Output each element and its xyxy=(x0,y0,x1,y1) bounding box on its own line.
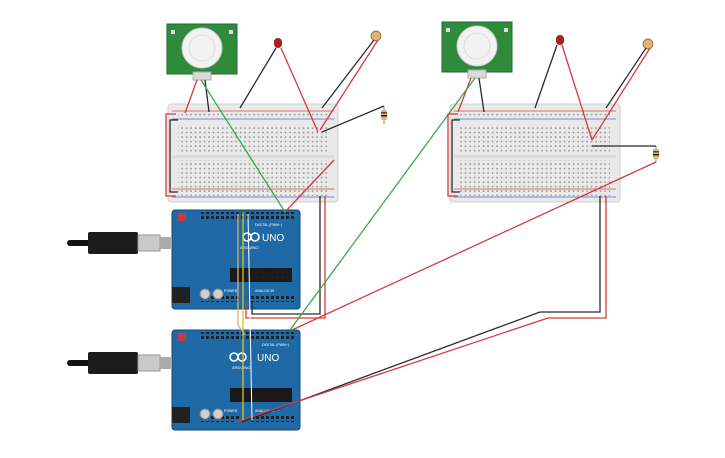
board-brand: UNO xyxy=(257,353,279,364)
power-label: POWER xyxy=(224,289,238,293)
pir-sensor-icon xyxy=(166,23,238,81)
analog-label: ANALOG IN xyxy=(255,289,275,293)
power-label: POWER xyxy=(224,409,238,413)
pir-sensor-icon xyxy=(441,21,513,79)
led-icon xyxy=(274,38,282,48)
digital-label: DIGITAL (PWM~) xyxy=(262,343,289,347)
analog-label: ANALOG IN xyxy=(255,409,275,413)
arduino-board-2: UNO ARDUINO DIGITAL (PWM~) ANALOG IN POW… xyxy=(171,329,301,431)
digital-label: DIGITAL (PWM~) xyxy=(255,223,282,227)
board-brand: UNO xyxy=(262,233,284,244)
usb-cable-icon xyxy=(67,232,172,254)
board-maker: ARDUINO xyxy=(240,245,258,250)
photoresistor-icon xyxy=(642,38,654,50)
resistor-icon xyxy=(653,146,659,162)
photoresistor-icon xyxy=(370,30,382,42)
breadboard-2 xyxy=(449,103,621,203)
wires xyxy=(165,39,657,423)
usb-cable-icon xyxy=(67,352,172,374)
resistor-icon xyxy=(381,106,387,124)
arduino-board-1: UNO ARDUINO DIGITAL (PWM~) ANALOG IN POW… xyxy=(171,209,301,310)
board-maker: ARDUINO xyxy=(232,365,250,370)
led-icon xyxy=(556,35,564,45)
